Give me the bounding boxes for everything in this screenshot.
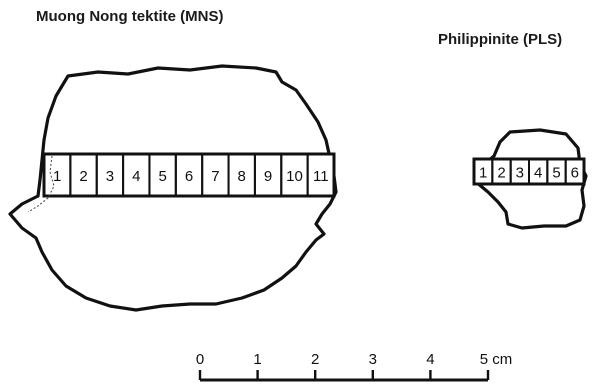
scale-tick-label: 1 bbox=[253, 351, 261, 368]
mns-segment-label: 1 bbox=[53, 168, 61, 185]
scale-tick-label: 5 cm bbox=[480, 351, 513, 368]
scale-tick-label: 4 bbox=[426, 351, 434, 368]
mns-segment-label: 8 bbox=[238, 168, 246, 185]
pls-segment-label: 4 bbox=[534, 165, 542, 182]
mns-segment-label: 2 bbox=[79, 168, 87, 185]
pls-segment-cell bbox=[564, 158, 586, 185]
pls-segment-label: 2 bbox=[497, 165, 505, 182]
pls-title: Philippinite (PLS) bbox=[438, 31, 563, 48]
mns-segment-label: 5 bbox=[158, 168, 166, 185]
mns-segment-label: 10 bbox=[286, 168, 303, 185]
mns-segment-label: 6 bbox=[185, 168, 193, 185]
scale-tick-label: 3 bbox=[369, 351, 377, 368]
pls-segment-label: 5 bbox=[552, 165, 560, 182]
mns-segment-label: 11 bbox=[313, 168, 329, 185]
mns-segment-label: 7 bbox=[211, 168, 219, 185]
mns-specimen-outline bbox=[8, 64, 338, 312]
pls-segment-label: 6 bbox=[571, 165, 579, 182]
mns-segment-strip: 1 2 3 4 5 6 7 8 9 10 11 bbox=[42, 152, 336, 198]
scale-tick-label: 0 bbox=[196, 351, 204, 368]
mns-segment-label: 3 bbox=[106, 168, 114, 185]
pls-segment-label: 3 bbox=[516, 165, 524, 182]
mns-segment-label: 9 bbox=[264, 168, 272, 185]
pls-segment-label: 1 bbox=[479, 165, 487, 182]
mns-segment-label: 4 bbox=[132, 168, 140, 185]
scale-bar: 0 1 2 3 4 5 cm bbox=[196, 351, 513, 382]
mns-segment-cell bbox=[306, 153, 335, 197]
mns-title: Muong Nong tektite (MNS) bbox=[36, 8, 224, 25]
mns-dashed-edge bbox=[27, 155, 55, 213]
scale-tick-label: 2 bbox=[311, 351, 319, 368]
